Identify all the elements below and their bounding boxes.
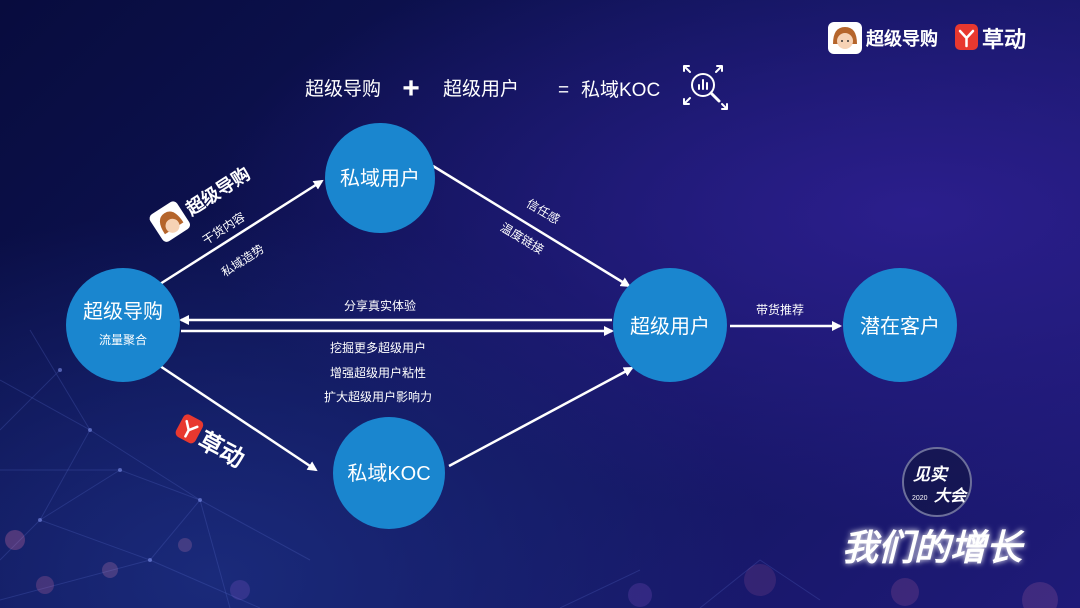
node-private-users: 私域用户 [325,123,435,233]
edges [159,164,842,472]
brand-primary-logo: 超级导购 [828,22,938,54]
edge-label: 信任感 [524,195,563,226]
edge-label: 私域造势 [219,242,267,280]
formula-result: 私域KOC [581,79,660,101]
brand-primary-name: 超级导购 [866,28,938,49]
node-potential-customers: 潜在客户 [843,268,957,382]
arrow-private-koc-to-super-users [448,366,634,468]
brand-secondary-logo: 草动 [955,24,1026,52]
edge-label: 温度链接 [498,219,547,257]
node-super-guide: 超级导购 流量聚合 [66,268,180,382]
bokeh-background [5,530,1058,608]
network-background [0,329,821,608]
equals-sign: = [558,80,569,101]
node-label: 私域KOC [347,462,430,485]
formula-row: 超级导购 + 超级用户 = 私域KOC [305,65,728,110]
badge-label: 超级导购 [182,163,254,220]
event-logo: 见实 大会 2020 [902,447,972,517]
event-logo-line1: 见实 [913,465,950,484]
node-label: 私域用户 [340,167,420,190]
badge-label: 草动 [194,427,249,473]
formula-term2: 超级用户 [443,78,519,100]
cartoon-girl-logo-icon [149,201,191,242]
edge-label: 分享真实体验 [344,298,416,313]
event-slogan: 我们的增长 [842,527,1025,568]
edge-label: 干货内容 [199,209,247,248]
event-logo-year: 2020 [912,495,928,502]
arrow-guide-to-private-users [159,179,324,286]
brand-secondary-name: 草动 [982,27,1026,52]
plus-sign: + [402,72,420,105]
node-label: 潜在客户 [860,315,940,338]
arrow-guide-to-private-koc [159,364,318,472]
network-nodes [38,368,202,562]
edge-label: 带货推荐 [756,302,804,317]
edge-label: 扩大超级用户影响力 [324,389,432,404]
node-private-koc: 私域KOC [333,417,445,529]
node-super-users: 超级用户 [613,268,727,382]
edge-label: 增强超级用户粘性 [330,365,426,380]
lower-brand-badge: 草动 [175,414,249,473]
cartoon-girl-logo-icon [828,22,862,54]
formula-term1: 超级导购 [305,78,381,100]
node-label: 超级导购 [83,300,163,323]
node-sublabel: 流量聚合 [99,332,147,347]
event-logo-line2: 大会 [934,487,969,505]
sprout-logo-icon [175,414,204,444]
edge-label: 挖掘更多超级用户 [330,340,426,355]
analytics-magnifier-icon [683,65,728,110]
arrow-private-users-to-super-users [432,164,631,288]
node-label: 超级用户 [630,315,710,338]
sprout-logo-icon [955,24,978,50]
upper-brand-badge: 超级导购 [149,163,254,242]
